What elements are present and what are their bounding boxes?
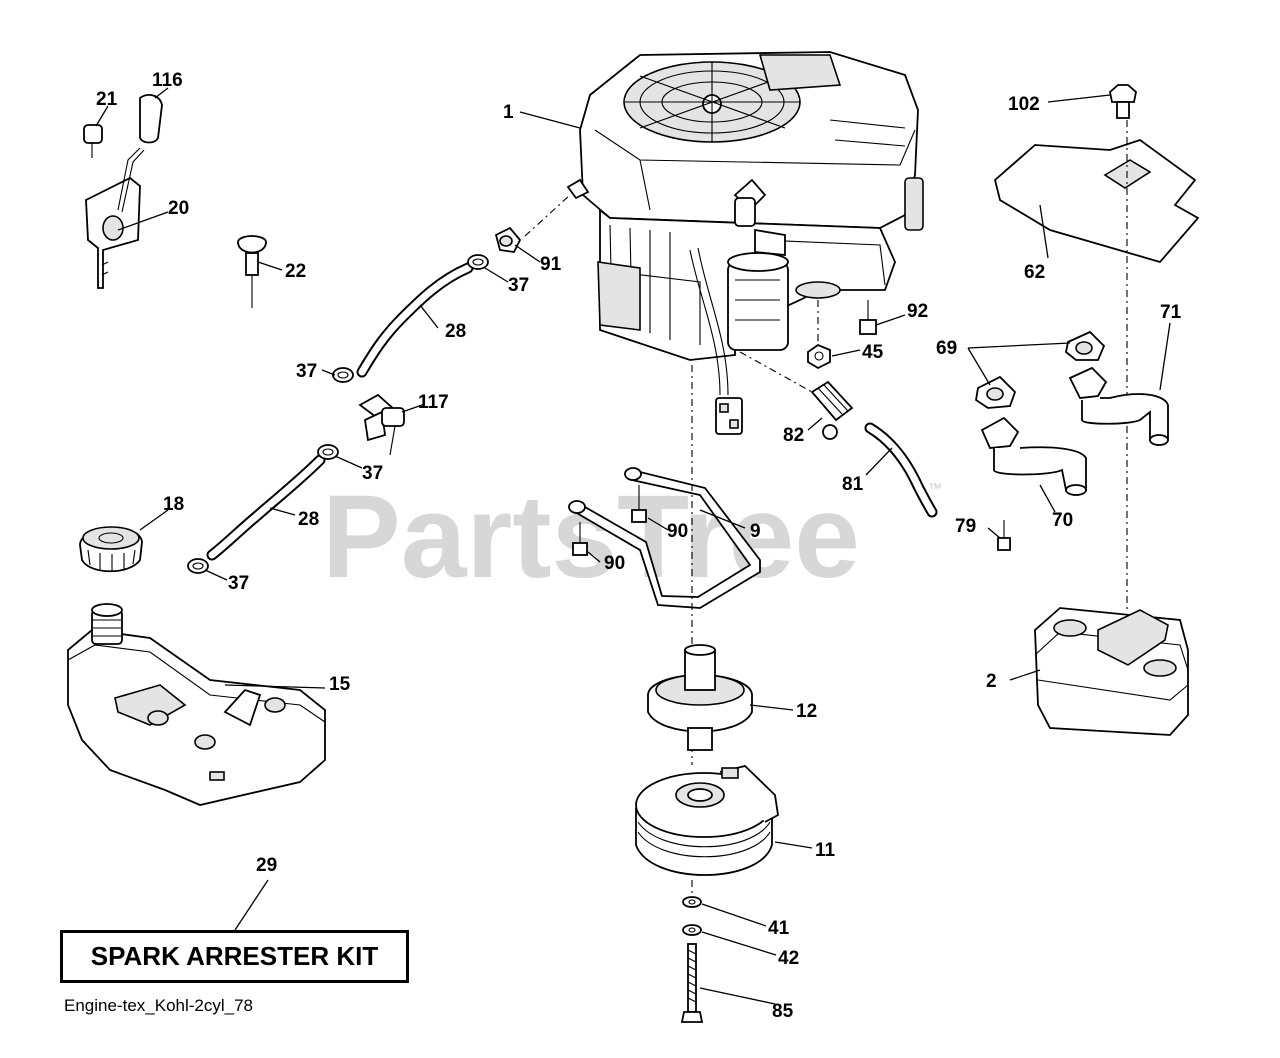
washer <box>682 924 702 936</box>
bolt <box>997 520 1011 551</box>
throttle-assembly <box>83 94 163 289</box>
hose-clamp <box>317 444 339 460</box>
callout-29: 29 <box>256 855 277 876</box>
callout-22: 22 <box>285 261 306 282</box>
callout-116: 116 <box>152 70 183 91</box>
pulley <box>647 644 753 751</box>
callout-90: 90 <box>667 521 688 542</box>
washer <box>682 896 702 908</box>
spark-arrester-kit-box: SPARK ARRESTER KIT <box>60 930 409 983</box>
callout-9: 9 <box>750 521 761 542</box>
callout-79: 79 <box>955 516 976 537</box>
choke-knob <box>237 235 267 308</box>
muffler <box>1034 607 1189 736</box>
callout-62: 62 <box>1024 262 1045 283</box>
watermark-trademark: ™ <box>928 480 942 496</box>
exhaust-pipe-left <box>980 416 1087 496</box>
hose-clamp <box>332 367 354 383</box>
fuel-cap <box>79 526 143 573</box>
callout-41: 41 <box>768 918 790 939</box>
bolt <box>572 522 588 556</box>
nut <box>807 343 831 370</box>
hose-clamp <box>187 558 209 574</box>
callout-71: 71 <box>1160 302 1182 323</box>
callout-81: 81 <box>842 474 864 495</box>
callout-90: 90 <box>604 553 625 574</box>
hose-clamp <box>467 254 489 270</box>
callout-37: 37 <box>362 463 383 484</box>
watermark: PartsTree <box>322 471 860 603</box>
callout-92: 92 <box>907 301 928 322</box>
callout-21: 21 <box>96 89 118 110</box>
spark-arrester-kit-label: SPARK ARRESTER KIT <box>90 941 379 971</box>
drain-hose <box>864 422 938 518</box>
drawing-reference: Engine-tex_Kohl-2cyl_78 <box>64 996 254 1015</box>
callout-85: 85 <box>772 1001 794 1022</box>
drain-valve <box>810 380 854 440</box>
callout-102: 102 <box>1008 94 1040 115</box>
callout-37: 37 <box>228 573 249 594</box>
fuel-hose-lower <box>206 454 326 561</box>
bolt <box>680 943 704 1023</box>
bolt <box>631 485 647 523</box>
heat-shield <box>993 138 1200 264</box>
callout-69: 69 <box>936 338 957 359</box>
callout-37: 37 <box>296 361 317 382</box>
gasket <box>1065 330 1106 361</box>
callout-45: 45 <box>862 342 884 363</box>
electric-clutch <box>635 765 779 876</box>
callout-18: 18 <box>163 494 184 515</box>
muffler-bracket <box>568 467 761 609</box>
bolt <box>859 300 877 335</box>
elbow-fitting <box>494 226 522 253</box>
callout-12: 12 <box>796 701 817 722</box>
callout-70: 70 <box>1052 510 1073 531</box>
fuel-tank <box>67 603 326 806</box>
heat-shield-knob <box>1109 84 1137 119</box>
engine <box>566 51 924 435</box>
callout-2: 2 <box>986 671 997 692</box>
callout-42: 42 <box>778 948 799 969</box>
callout-28: 28 <box>445 321 466 342</box>
callout-11: 11 <box>815 840 836 861</box>
exhaust-pipe-right <box>1068 366 1169 446</box>
fuel-valve <box>358 393 405 456</box>
callout-117: 117 <box>418 392 449 413</box>
callout-15: 15 <box>329 674 351 695</box>
callout-82: 82 <box>783 425 804 446</box>
callout-28: 28 <box>298 509 319 530</box>
callout-1: 1 <box>503 102 514 123</box>
gasket <box>975 375 1017 409</box>
callout-20: 20 <box>168 198 189 219</box>
callout-91: 91 <box>540 254 562 275</box>
callout-37: 37 <box>508 275 529 296</box>
fuel-hose-upper <box>356 262 474 378</box>
